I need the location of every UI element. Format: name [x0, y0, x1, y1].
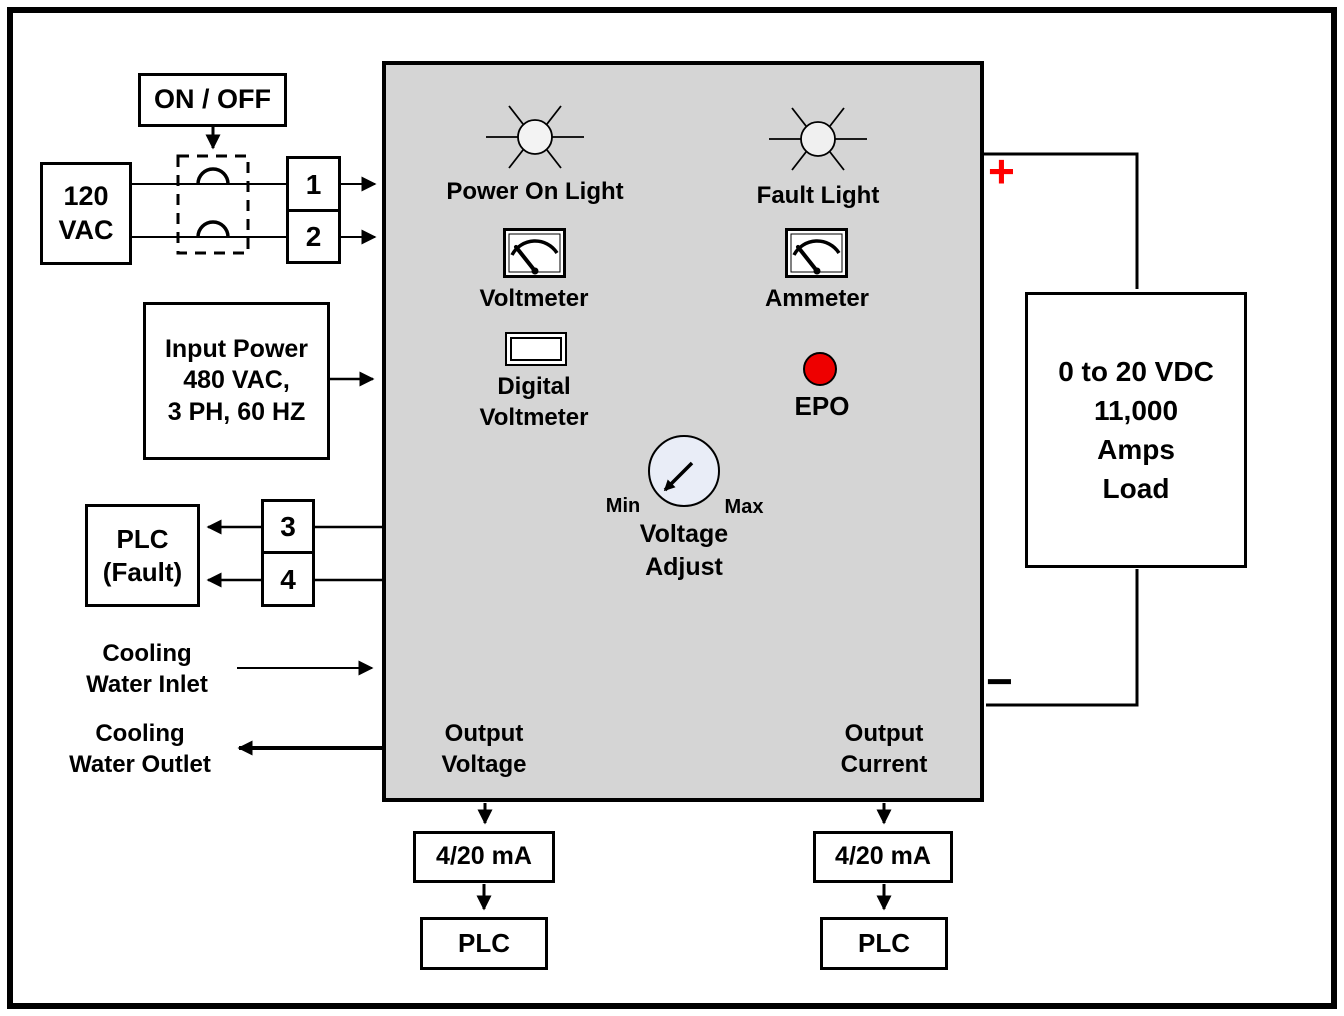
- voltage-plc-box: PLC: [420, 917, 548, 970]
- fault-light-label: Fault Light: [756, 182, 880, 209]
- source-120vac-label: 120 VAC: [58, 180, 114, 245]
- plc-fault-box: PLC (Fault): [85, 504, 200, 607]
- output-current-label: Output Current: [840, 720, 928, 779]
- voltage-plc-label: PLC: [458, 928, 510, 959]
- terminal-3: 3: [261, 499, 315, 554]
- current-plc-label: PLC: [858, 928, 910, 959]
- cooling-outlet-label: Cooling Water Outlet: [69, 720, 211, 779]
- on-off-label: ON / OFF: [154, 84, 271, 115]
- current-plc-box: PLC: [820, 917, 948, 970]
- input-power-box: Input Power 480 VAC, 3 PH, 60 HZ: [143, 302, 330, 460]
- load-box: 0 to 20 VDC 11,000 Amps Load: [1025, 292, 1247, 568]
- voltmeter-label: Voltmeter: [479, 285, 589, 312]
- current-signal-label: 4/20 mA: [835, 842, 931, 871]
- knob-needle-icon: [663, 461, 694, 492]
- digital-voltmeter-icon: [505, 332, 567, 366]
- terminal-4-label: 4: [280, 563, 296, 595]
- current-signal-420ma-box: 4/20 mA: [813, 831, 953, 883]
- negative-terminal-label: −: [986, 655, 1013, 707]
- epo-button[interactable]: [803, 352, 837, 386]
- ammeter-label: Ammeter: [764, 285, 870, 312]
- input-power-label: Input Power 480 VAC, 3 PH, 60 HZ: [164, 335, 309, 426]
- on-off-box[interactable]: ON / OFF: [138, 73, 287, 127]
- digital-voltmeter-label: Digital Voltmeter: [479, 373, 589, 432]
- terminal-1: 1: [286, 156, 341, 212]
- epo-label: EPO: [794, 391, 850, 421]
- outer-border: [7, 7, 1337, 1009]
- positive-terminal-label: +: [988, 145, 1015, 197]
- terminal-4: 4: [261, 551, 315, 607]
- ammeter-icon: [785, 228, 848, 278]
- voltage-signal-420ma-box: 4/20 mA: [413, 831, 555, 883]
- voltage-adjust-label: Voltage Adjust: [639, 520, 729, 581]
- terminal-2: 2: [286, 209, 341, 264]
- terminal-3-label: 3: [280, 511, 296, 542]
- voltage-signal-label: 4/20 mA: [436, 842, 532, 871]
- voltage-adjust-knob[interactable]: [648, 435, 720, 507]
- knob-min-label: Min: [605, 495, 641, 517]
- fault-light-icon: [769, 107, 867, 171]
- power-on-light-icon: [486, 105, 584, 169]
- load-label: 0 to 20 VDC 11,000 Amps Load: [1058, 355, 1214, 505]
- voltmeter-icon: [503, 228, 566, 278]
- cooling-inlet-label: Cooling Water Inlet: [86, 640, 208, 699]
- knob-max-label: Max: [724, 496, 764, 518]
- control-panel: Power On Light Fault Light Voltmeter: [382, 61, 984, 802]
- terminal-1-label: 1: [305, 168, 322, 200]
- power-on-light-label: Power On Light: [446, 178, 624, 205]
- terminal-2-label: 2: [305, 221, 322, 252]
- source-120vac-box: 120 VAC: [40, 162, 132, 265]
- plc-fault-label: PLC (Fault): [102, 524, 183, 587]
- output-voltage-label: Output Voltage: [441, 720, 527, 779]
- digital-voltmeter-display: [510, 337, 562, 361]
